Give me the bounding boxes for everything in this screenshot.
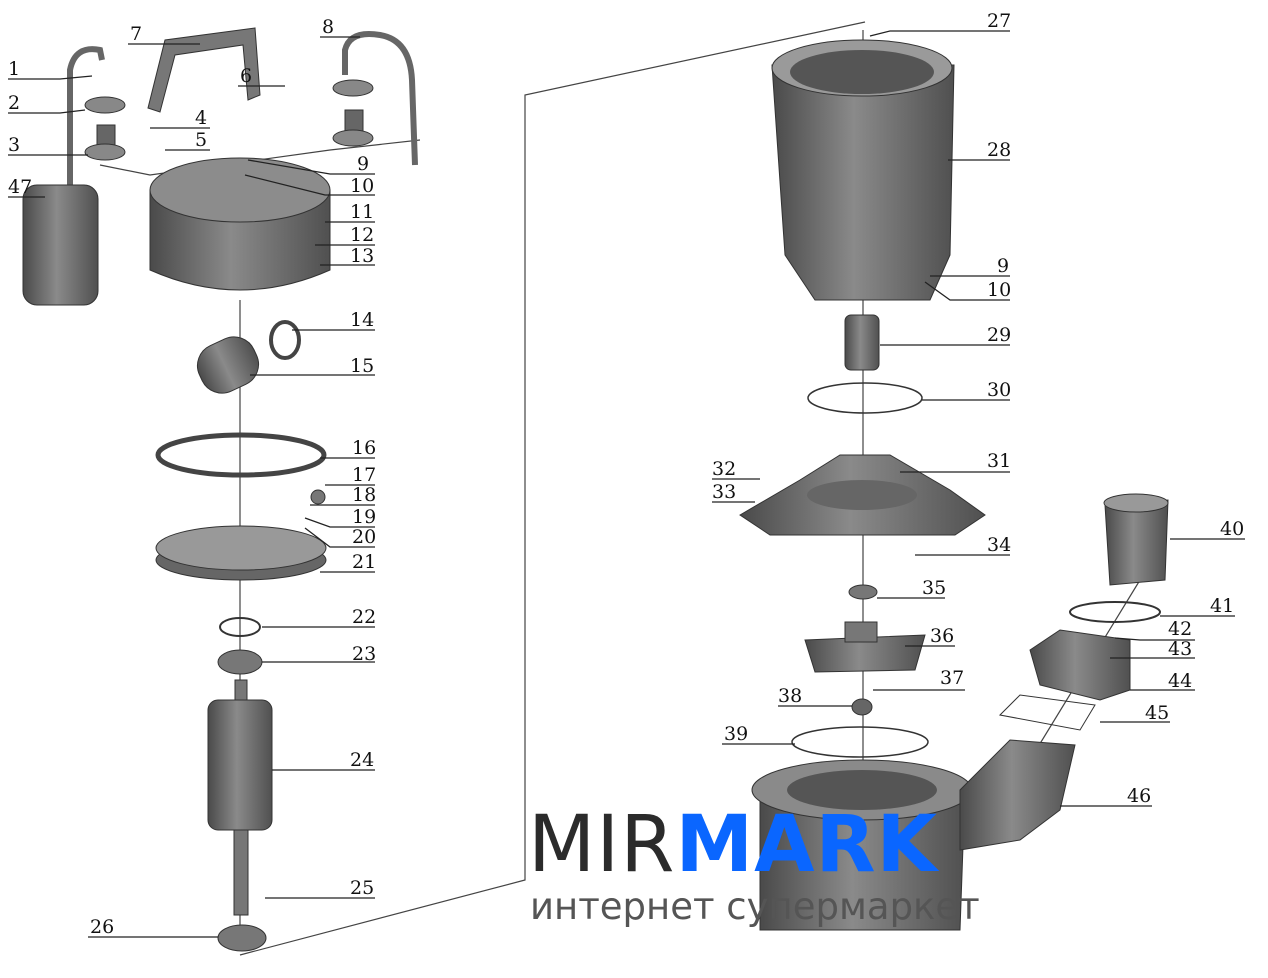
label-20: 20 — [352, 526, 376, 548]
label-45: 45 — [1145, 702, 1169, 724]
volute-ring — [791, 726, 929, 758]
label-2: 2 — [8, 92, 20, 114]
label-37: 37 — [940, 667, 964, 689]
stator-housing — [771, 39, 955, 301]
label-23: 23 — [352, 643, 376, 665]
label-6: 6 — [240, 65, 252, 87]
label-4: 4 — [195, 107, 207, 129]
cable-gland-left — [84, 96, 126, 161]
watermark-tagline: интернет супермаркет — [530, 885, 980, 928]
label-19: 19 — [352, 506, 376, 528]
label-15: 15 — [350, 355, 374, 377]
pump-body — [751, 739, 1076, 931]
label-41: 41 — [1210, 595, 1234, 617]
label-29: 29 — [987, 324, 1011, 346]
float-switch — [22, 46, 105, 306]
motor-cover — [149, 157, 331, 291]
label-9-right: 9 — [997, 255, 1009, 277]
label-28: 28 — [987, 139, 1011, 161]
watermark-brand-left: MIR — [528, 800, 676, 890]
label-40: 40 — [1220, 518, 1244, 540]
gasket-ring — [155, 432, 327, 478]
seal-ring — [807, 382, 923, 414]
label-47: 47 — [8, 176, 32, 198]
label-14: 14 — [350, 309, 374, 331]
label-1: 1 — [8, 58, 20, 80]
washer — [848, 584, 878, 600]
label-24: 24 — [350, 749, 374, 771]
capacitor — [196, 320, 301, 394]
mechanical-seal — [844, 314, 880, 371]
label-46: 46 — [1127, 785, 1151, 807]
label-8: 8 — [322, 16, 334, 38]
label-27: 27 — [987, 10, 1011, 32]
nut — [851, 698, 873, 716]
label-11: 11 — [350, 201, 374, 223]
label-39: 39 — [724, 723, 748, 745]
label-44: 44 — [1168, 670, 1192, 692]
label-42: 42 — [1168, 618, 1192, 640]
label-36: 36 — [930, 625, 954, 647]
label-16: 16 — [352, 437, 376, 459]
leader-lines — [8, 30, 1245, 938]
watermark-brand-right: MARK — [675, 800, 938, 890]
bearing-cover — [155, 489, 327, 581]
label-26: 26 — [90, 916, 114, 938]
label-35: 35 — [922, 577, 946, 599]
label-10-right: 10 — [987, 279, 1011, 301]
label-5: 5 — [195, 129, 207, 151]
label-33: 33 — [712, 481, 736, 503]
impeller — [804, 621, 926, 673]
label-21: 21 — [352, 551, 376, 573]
watermark-logo: MIRMARK — [528, 806, 938, 884]
label-34: 34 — [987, 534, 1011, 556]
label-9: 9 — [357, 153, 369, 175]
label-3: 3 — [8, 134, 20, 156]
label-22: 22 — [352, 606, 376, 628]
seal-plate — [739, 454, 986, 536]
label-7: 7 — [130, 23, 142, 45]
label-10: 10 — [350, 175, 374, 197]
outlet-flange — [998, 493, 1169, 731]
lower-bearing — [217, 924, 267, 952]
label-30: 30 — [987, 379, 1011, 401]
part-numbers: 1 2 3 47 7 6 8 4 5 9 10 11 12 13 14 15 1… — [8, 10, 1244, 938]
o-ring — [219, 617, 261, 637]
label-12: 12 — [350, 224, 374, 246]
power-cable — [332, 31, 418, 166]
label-38: 38 — [778, 685, 802, 707]
upper-bearing — [217, 649, 263, 675]
label-43: 43 — [1168, 638, 1192, 660]
rotor — [207, 679, 273, 916]
label-32: 32 — [712, 458, 736, 480]
label-17: 17 — [352, 464, 376, 486]
label-18: 18 — [352, 484, 376, 506]
handle — [147, 27, 261, 113]
label-25: 25 — [350, 877, 374, 899]
label-13: 13 — [350, 245, 374, 267]
label-31: 31 — [987, 450, 1011, 472]
